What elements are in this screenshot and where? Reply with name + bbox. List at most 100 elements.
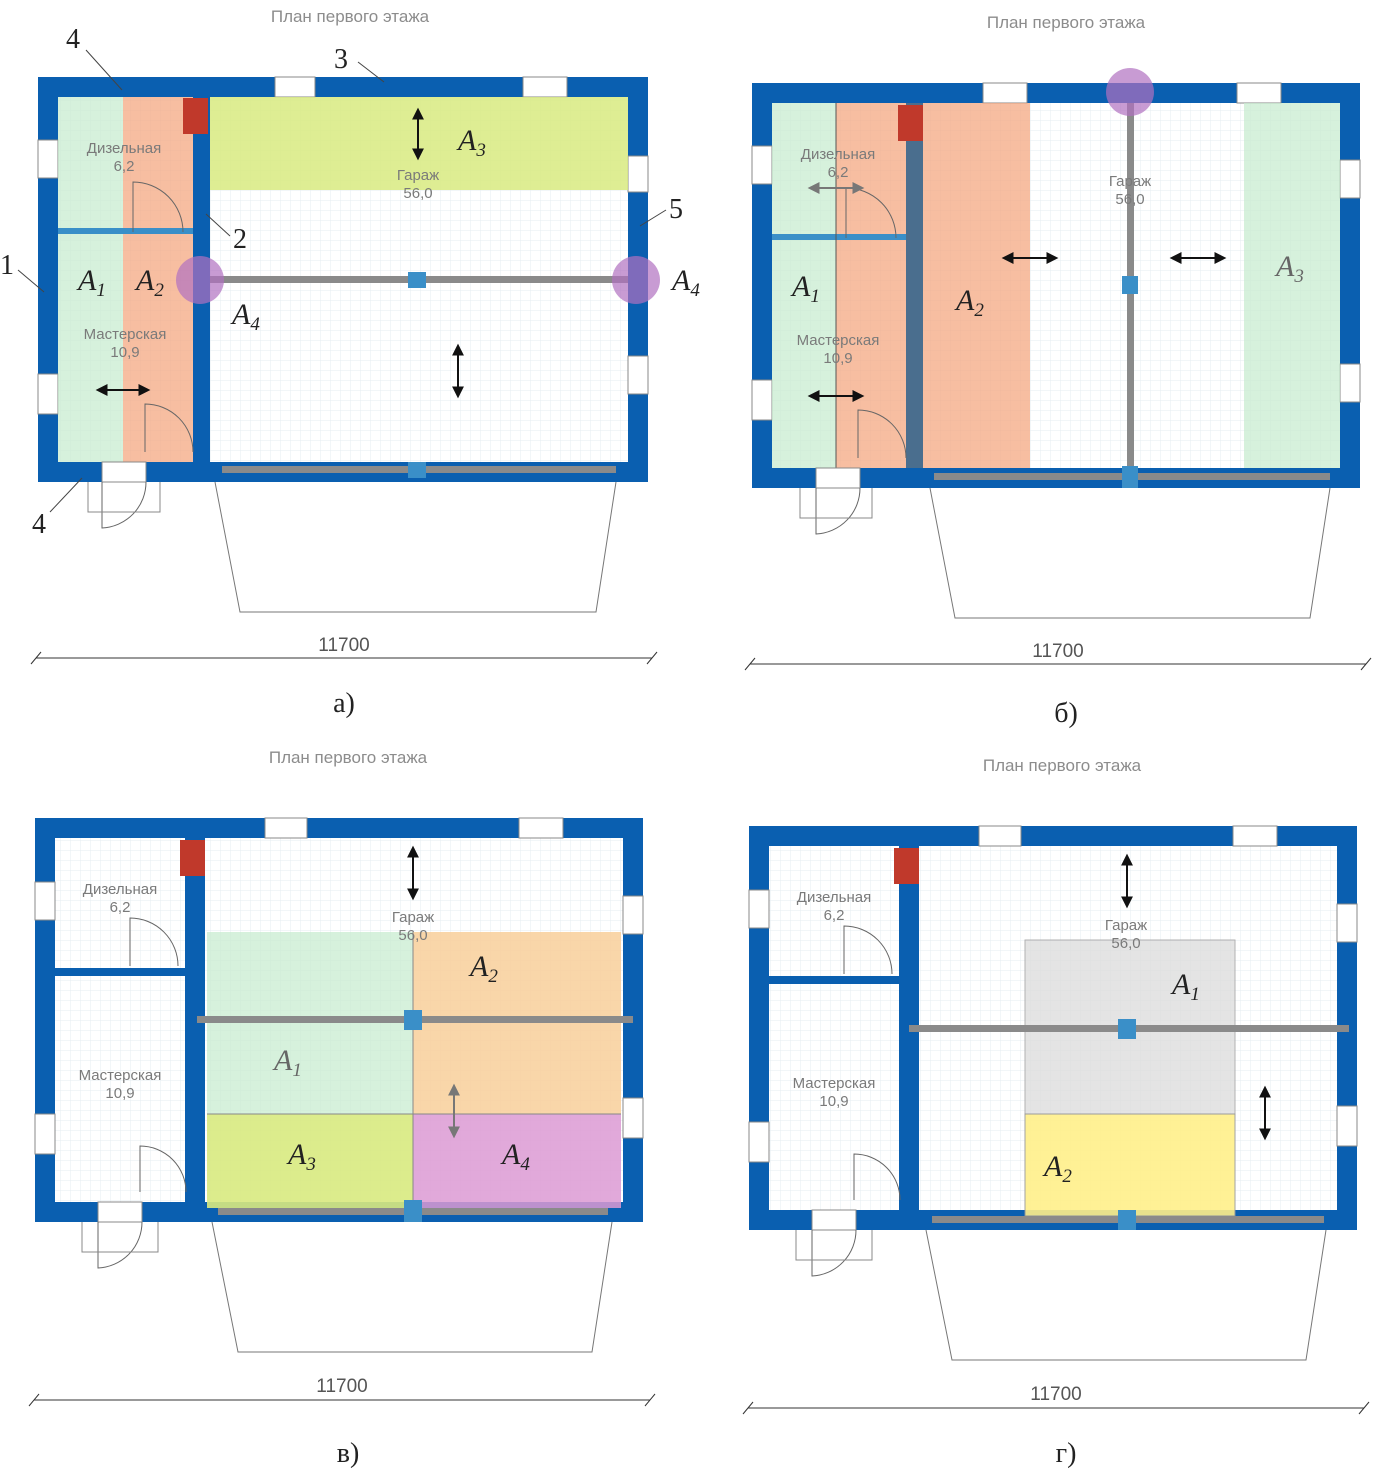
window-icon [274,76,316,98]
interior-wall [906,103,923,468]
callout-3: 3 [334,44,348,75]
zone-label-b2: A2 [954,284,984,321]
callout-2: 2 [233,224,247,255]
room-name-diesel: Дизельная [797,889,871,906]
window-icon [751,145,773,185]
room-name-workshop: Мастерская [79,1067,162,1084]
room-name-diesel: Дизельная [87,140,161,157]
zone-label-a2: A2 [134,264,164,301]
room-area-diesel: 6,2 [824,907,845,924]
dimension-label: 11700 [318,635,369,656]
chimney-icon [898,105,923,141]
zone-label-a3: A3 [456,124,486,161]
zone-label-b1: A1 [790,270,820,307]
callout-4: 4 [32,509,46,540]
room-area-workshop: 10,9 [819,1093,848,1110]
window-icon [34,1113,56,1155]
column-marker-icon [1106,68,1154,116]
callout-1: 1 [0,250,14,281]
room-area-garage: 56,0 [398,927,427,944]
window-icon [34,881,56,921]
room-name-workshop: Мастерская [793,1075,876,1092]
panel-b: План первого этажа Дизельная 6,2 Мастерс… [744,13,1372,729]
window-icon [978,825,1022,847]
dimension-label: 11700 [316,1376,367,1397]
room-area-diesel: 6,2 [114,158,135,175]
window-icon [627,355,649,395]
zone-label-v4: A4 [500,1138,530,1175]
room-name-diesel: Дизельная [801,146,875,163]
room-area-garage: 56,0 [403,185,432,202]
column-icon [408,272,426,288]
window-icon [622,1097,644,1139]
window-icon [748,889,770,929]
window-icon [982,82,1028,104]
room-area-workshop: 10,9 [823,350,852,367]
entry-door [811,1209,857,1231]
interior-wall [185,838,205,1202]
door-icon [129,917,179,967]
column-icon [1118,1210,1136,1230]
subfigure-caption: в) [337,1438,360,1469]
panel-g: План первого этажа Дизельная 6,2 Мастерс… [742,756,1370,1469]
zone-b1 [772,103,836,468]
door-icon [815,487,861,535]
window-icon [627,155,649,193]
window-icon [518,817,564,839]
zone-label-g1: A1 [1170,968,1200,1005]
zone-label-v2: A2 [468,950,498,987]
callout-4: 4 [66,24,80,55]
window-icon [748,1121,770,1163]
room-area-workshop: 10,9 [110,344,139,361]
door-icon [811,1229,857,1277]
canopy-outline [929,487,1331,619]
room-name-workshop: Мастерская [84,326,167,343]
room-name-garage: Гараж [392,909,434,926]
chimney-icon [183,98,208,134]
partition [769,976,899,984]
subfigure-caption: б) [1054,698,1078,729]
entry-door [97,1201,143,1223]
zone-label-v1: A1 [272,1044,302,1081]
partition [58,228,193,234]
column-icon [1122,276,1138,294]
zone-label-a1: A1 [76,264,106,301]
window-icon [264,817,308,839]
window-icon [1336,903,1358,943]
door-icon [139,1145,187,1193]
zone-label-a4: A4 [670,264,700,301]
plan-title: План первого этажа [269,748,428,767]
column-marker-icon [612,256,660,304]
window-icon [37,373,59,415]
room-area-workshop: 10,9 [105,1085,134,1102]
canopy-outline [925,1229,1327,1361]
subfigure-caption: а) [333,688,355,719]
zone-b2 [923,103,1030,468]
room-area-diesel: 6,2 [828,164,849,181]
subfigure-caption: г) [1056,1438,1077,1469]
door-icon [144,403,194,453]
partition [55,968,185,976]
zone-v3 [207,1114,413,1208]
zone-a1 [58,97,123,462]
plan-title: План первого этажа [983,756,1142,775]
column-icon [404,1200,422,1222]
door-icon [101,481,147,529]
room-area-garage: 56,0 [1115,191,1144,208]
dimension-label: 11700 [1032,641,1083,662]
plan-title: План первого этажа [987,13,1146,32]
entry-door [101,461,147,483]
chimney-icon [180,840,205,876]
window-icon [1336,1105,1358,1147]
room-name-diesel: Дизельная [83,881,157,898]
column-icon [408,462,426,478]
panel-v: План первого этажа Дизельная 6,2 Мастерс… [28,748,656,1469]
canopy-outline [211,1221,613,1353]
zone-b2a [836,103,906,468]
room-name-garage: Гараж [1105,917,1147,934]
entry-door [815,467,861,489]
dimension-label: 11700 [1030,1384,1081,1405]
column-icon [1122,466,1138,488]
column-marker-icon [176,256,224,304]
zone-label-b3: A3 [1274,250,1304,287]
